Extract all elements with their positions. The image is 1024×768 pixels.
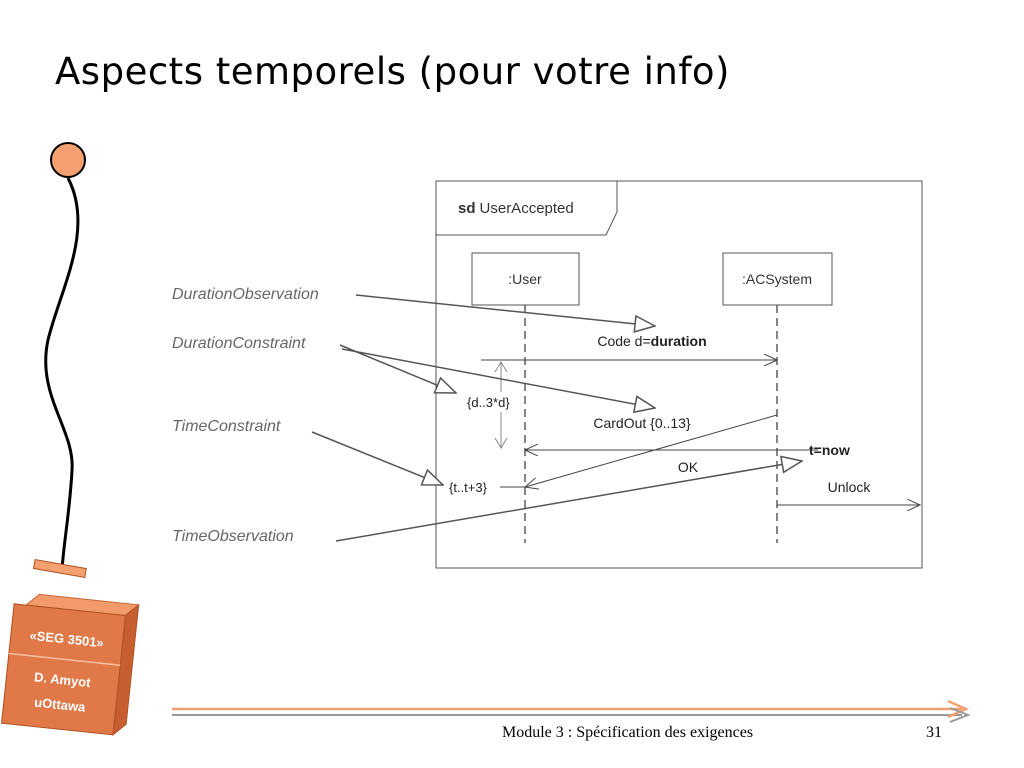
- lifeline-user-label: :User: [508, 271, 542, 287]
- lifeline-user-head: [471, 252, 580, 306]
- message-ok: [525, 414, 778, 487]
- duration-arrow-up: [494, 361, 508, 373]
- footer-arrowhead-gray: [949, 707, 971, 723]
- annotation-time-observation: TimeObservation: [172, 528, 294, 545]
- footer-arrowhead-orange: [947, 699, 970, 719]
- pointer-duration-constraint-b: [341, 348, 655, 408]
- annotation-duration-observation: DurationObservation: [172, 286, 319, 303]
- pin-head: [50, 142, 86, 178]
- duration-constraint-bg: [464, 392, 522, 412]
- logo-author: D. Amyot: [33, 669, 92, 690]
- pointer-time-constraint: [311, 431, 443, 485]
- slide-title: Aspects temporels (pour votre info): [55, 50, 730, 93]
- pointer-time-observation: [335, 461, 802, 542]
- message-unlock-label: Unlock: [828, 479, 872, 495]
- annotation-time-constraint: TimeConstraint: [172, 418, 281, 435]
- logo-box-front: [0, 603, 127, 736]
- t-now-label: t=now: [809, 442, 850, 458]
- page-number: 31: [926, 724, 942, 741]
- annotation-duration-constraint: DurationConstraint: [172, 335, 306, 352]
- message-ok-label: OK: [678, 459, 699, 475]
- sd-frame-tab: [436, 181, 618, 236]
- duration-arrow-down: [494, 437, 508, 449]
- pin-base: [32, 558, 87, 579]
- pin-string: [44, 177, 80, 571]
- lifeline-acsystem-label: :ACSystem: [742, 271, 812, 287]
- message-code-label: Code d=duration: [597, 333, 706, 349]
- message-cardout-label: CardOut {0..13}: [593, 415, 691, 431]
- logo-divider: [8, 652, 121, 666]
- time-constraint-label: {t..t+3}: [449, 480, 488, 495]
- sd-frame: [435, 180, 923, 569]
- footer-module-title: Module 3 : Spécification des exigences: [502, 724, 754, 741]
- lifeline-acsystem-head: [722, 252, 833, 306]
- logo-institution: uOttawa: [34, 695, 87, 715]
- pointer-duration-observation: [355, 294, 655, 326]
- duration-constraint-label: {d..3*d}: [467, 395, 510, 410]
